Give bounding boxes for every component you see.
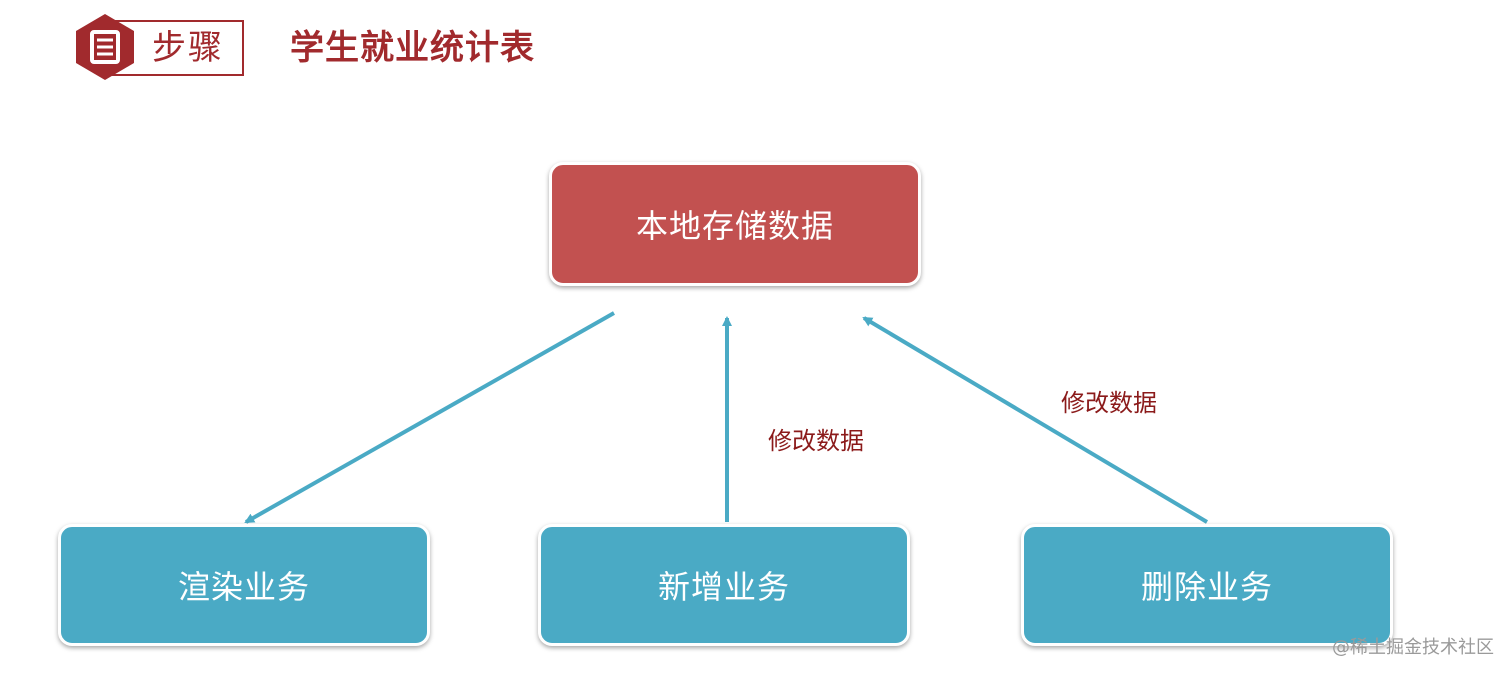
- edge-label-add: 修改数据: [768, 427, 864, 455]
- document-icon: [76, 14, 134, 80]
- node-render-business: 渲染业务: [58, 524, 430, 646]
- node-delete-business: 删除业务: [1021, 524, 1393, 646]
- arrow-storage-to-render: [244, 311, 615, 524]
- node-add-business-label: 新增业务: [657, 568, 790, 606]
- node-local-storage: 本地存储数据: [549, 162, 921, 286]
- watermark: @稀土掘金技术社区: [1332, 637, 1494, 658]
- arrow-delete-to-storage: [862, 316, 1209, 524]
- edge-label-delete: 修改数据: [1061, 389, 1157, 417]
- node-render-business-label: 渲染业务: [177, 568, 310, 606]
- node-delete-business-label: 删除业务: [1140, 568, 1273, 606]
- page-title: 学生就业统计表: [290, 28, 535, 68]
- step-label: 步骤: [152, 28, 224, 68]
- node-local-storage-label: 本地存储数据: [635, 207, 834, 245]
- node-add-business: 新增业务: [538, 524, 910, 646]
